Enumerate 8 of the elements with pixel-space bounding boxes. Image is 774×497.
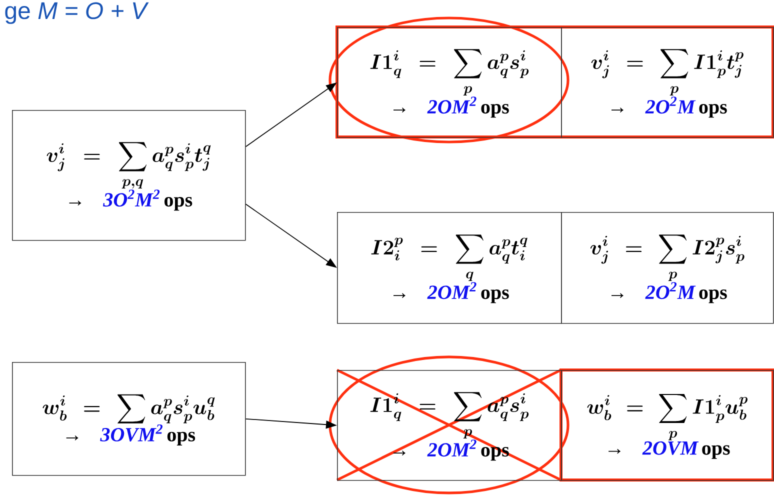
- heading: ge M = O + V: [5, 2, 149, 24]
- formula-box: $I1^i_q = \sum_p a^p_q s^i_p$ → 2OM$^{2}$ ops: [337, 27, 562, 138]
- formula-box: $w^i_b = \sum a^p_q s^i_p u^q_b$ → 3OVM$^{2}$ ops: [12, 362, 246, 476]
- formula-box: $v^i_j = \sum_p I2^p_j s^i_p$ → 2O$^{2}$M ops: [561, 212, 774, 324]
- formula-box: $I2^p_i = \sum_q a^p_q t^q_i$ → 2OM$^{2}$ ops: [337, 212, 562, 324]
- formula-box: $v^i_j = \sum_p I1^i_p t^p_j$ → 2O$^{2}$M ops: [561, 27, 774, 138]
- formula-box: $v^i_j = \sum_{p,q} a^p_q s^i_p t^q_j$ → 3O$^{2}$M$^{2}$ ops: [12, 110, 246, 241]
- formula-box: $w^i_b = \sum_p I1^i_p u^p_b$ → 2OVM ops: [561, 370, 774, 481]
